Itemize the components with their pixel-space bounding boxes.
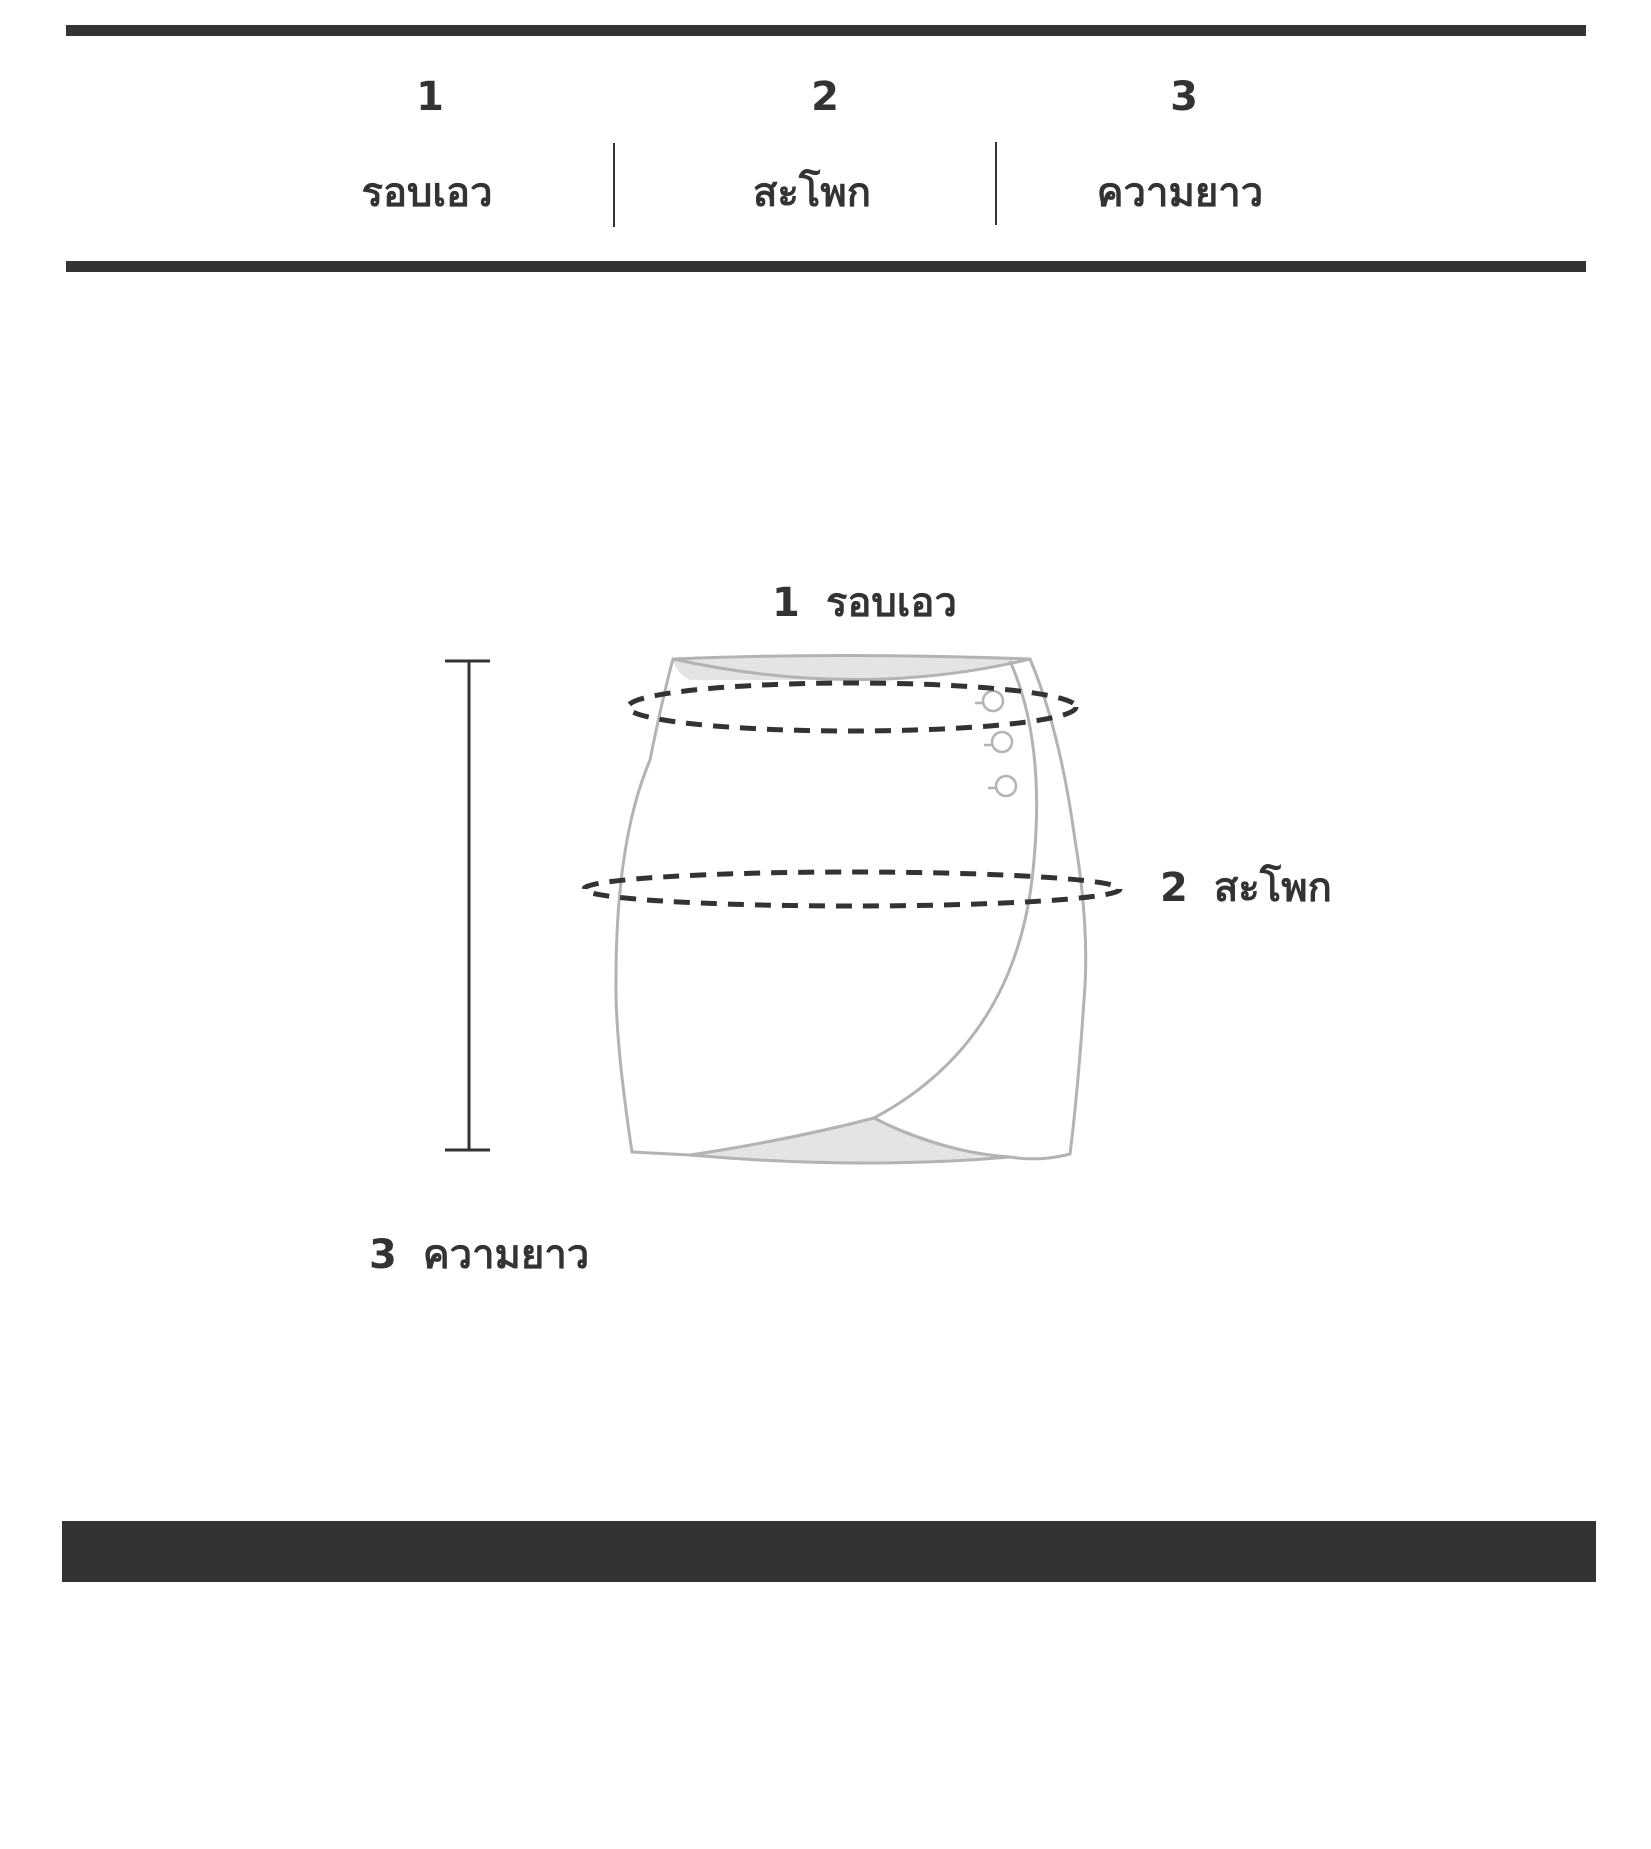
button-icon: [988, 774, 1018, 798]
button-icon: [984, 730, 1014, 754]
footer-bar: [62, 1521, 1596, 1582]
hip-callout-number: 2: [1160, 865, 1188, 911]
header-col-3-number: 3: [1170, 74, 1198, 120]
length-callout-label: ความยาว: [422, 1232, 590, 1278]
header-column-divider: [613, 143, 615, 227]
wrap-hem-curve: [873, 1116, 1011, 1159]
header-col-3-label: ความยาว: [1096, 170, 1264, 216]
header-column-divider: [995, 142, 997, 225]
hem-lining: [690, 1118, 1010, 1164]
hip-callout: 2 สะโพก: [1160, 855, 1332, 919]
waist-callout: 1 รอบเอว: [772, 570, 957, 634]
header-col-1-label: รอบเอว: [361, 170, 493, 216]
header-top-rule: [66, 25, 1586, 36]
skirt-outline: [614, 654, 1088, 1165]
wrap-panel-edge: [689, 660, 1039, 1157]
waist-callout-label: รอบเอว: [825, 580, 957, 626]
header-col-1-number: 1: [416, 74, 444, 120]
button-icon: [975, 689, 1005, 713]
waistband-curve: [672, 657, 1031, 681]
header-bottom-rule: [66, 261, 1586, 272]
header-col-2-label: สะโพก: [753, 170, 871, 216]
header-col-2-number: 2: [811, 74, 839, 120]
length-callout-number: 3: [369, 1232, 397, 1278]
length-measure-line: [445, 659, 490, 1152]
hip-measure-loop: [581, 869, 1123, 909]
waist-callout-number: 1: [772, 580, 800, 626]
waist-measure-loop: [625, 680, 1079, 734]
length-callout: 3 ความยาว: [369, 1222, 589, 1286]
wrap-mini-skirt-icon: [614, 654, 1088, 1165]
hip-callout-label: สะโพก: [1213, 865, 1332, 911]
